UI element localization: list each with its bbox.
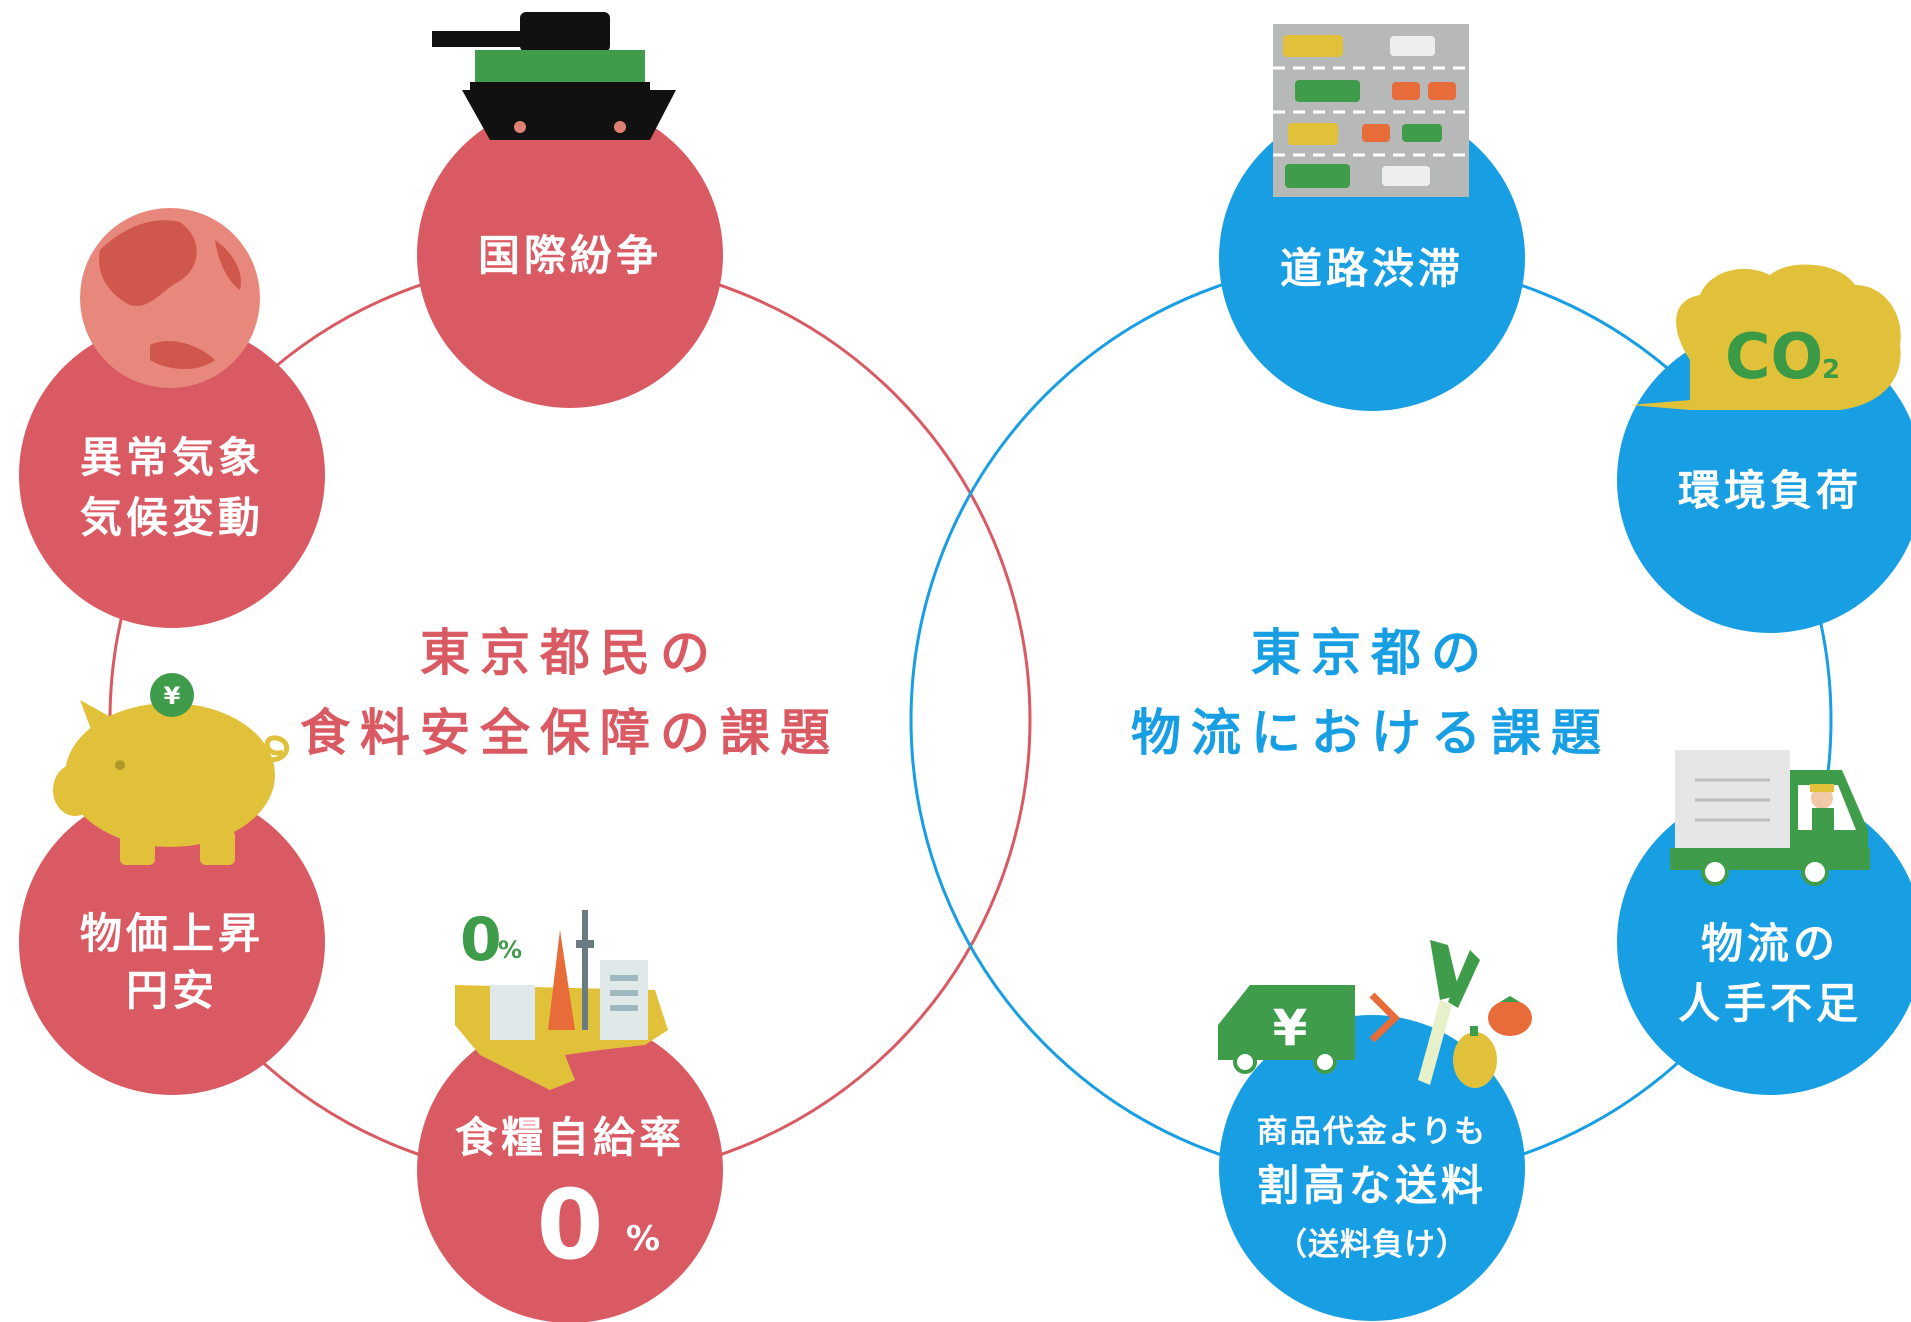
node-climate-line1: 異常気象 (80, 433, 264, 482)
node-climate-line2: 気候変動 (80, 493, 264, 542)
skyline-percent: % (498, 936, 522, 964)
left-center-title-line2: 食料安全保障の課題 (300, 704, 840, 762)
node-conflict-label: 国際紛争 (478, 231, 662, 280)
node-prices-line1: 物価上昇 (80, 909, 264, 958)
globe-icon (80, 208, 260, 388)
tokyo-skyline-icon: 0 % (455, 905, 668, 1090)
node-climate: 異常気象 気候変動 (19, 322, 325, 628)
node-self-sufficiency-value: 0 (537, 1169, 604, 1281)
co2-sub-text: 2 (1822, 355, 1840, 385)
yen-coin-symbol: ¥ (164, 682, 181, 710)
right-center-title-line2: 物流における課題 (1131, 704, 1611, 762)
right-center-title-line1: 東京都の (1251, 624, 1491, 682)
truck-driver-icon (1670, 750, 1870, 886)
co2-main-text: CO (1725, 320, 1823, 393)
piggy-bank-icon: ¥ (53, 673, 289, 865)
node-traffic-label: 道路渋滞 (1280, 244, 1464, 293)
tank-icon (432, 12, 676, 140)
node-self-sufficiency: 食糧自給率 0 % (417, 1017, 723, 1322)
node-labor-line1: 物流の (1701, 919, 1839, 968)
node-shipping-line2: 割高な送料 (1257, 1161, 1487, 1210)
skyline-zero: 0 (460, 905, 502, 975)
co2-cloud-icon: CO 2 (1630, 264, 1901, 410)
node-conflict: 国際紛争 (417, 102, 723, 408)
yen-coin-icon (150, 673, 194, 717)
node-self-sufficiency-label: 食糧自給率 (455, 1113, 685, 1162)
node-environment-label: 環境負荷 (1678, 466, 1862, 515)
node-labor-line2: 人手不足 (1678, 979, 1862, 1028)
left-center-title-line1: 東京都民の (420, 624, 720, 682)
node-prices: 物価上昇 円安 (19, 789, 325, 1095)
node-self-sufficiency-unit: % (626, 1219, 660, 1259)
node-shipping-line1: 商品代金よりも (1257, 1114, 1487, 1150)
node-shipping: 商品代金よりも 割高な送料 （送料負け） (1219, 1015, 1525, 1321)
traffic-jam-icon (1273, 24, 1469, 197)
yen-truck-vegetables-icon: ¥ (1218, 940, 1532, 1088)
node-prices-line2: 円安 (126, 966, 218, 1015)
node-shipping-line3: （送料負け） (1276, 1227, 1468, 1263)
yen-truck-symbol: ¥ (1273, 999, 1308, 1057)
